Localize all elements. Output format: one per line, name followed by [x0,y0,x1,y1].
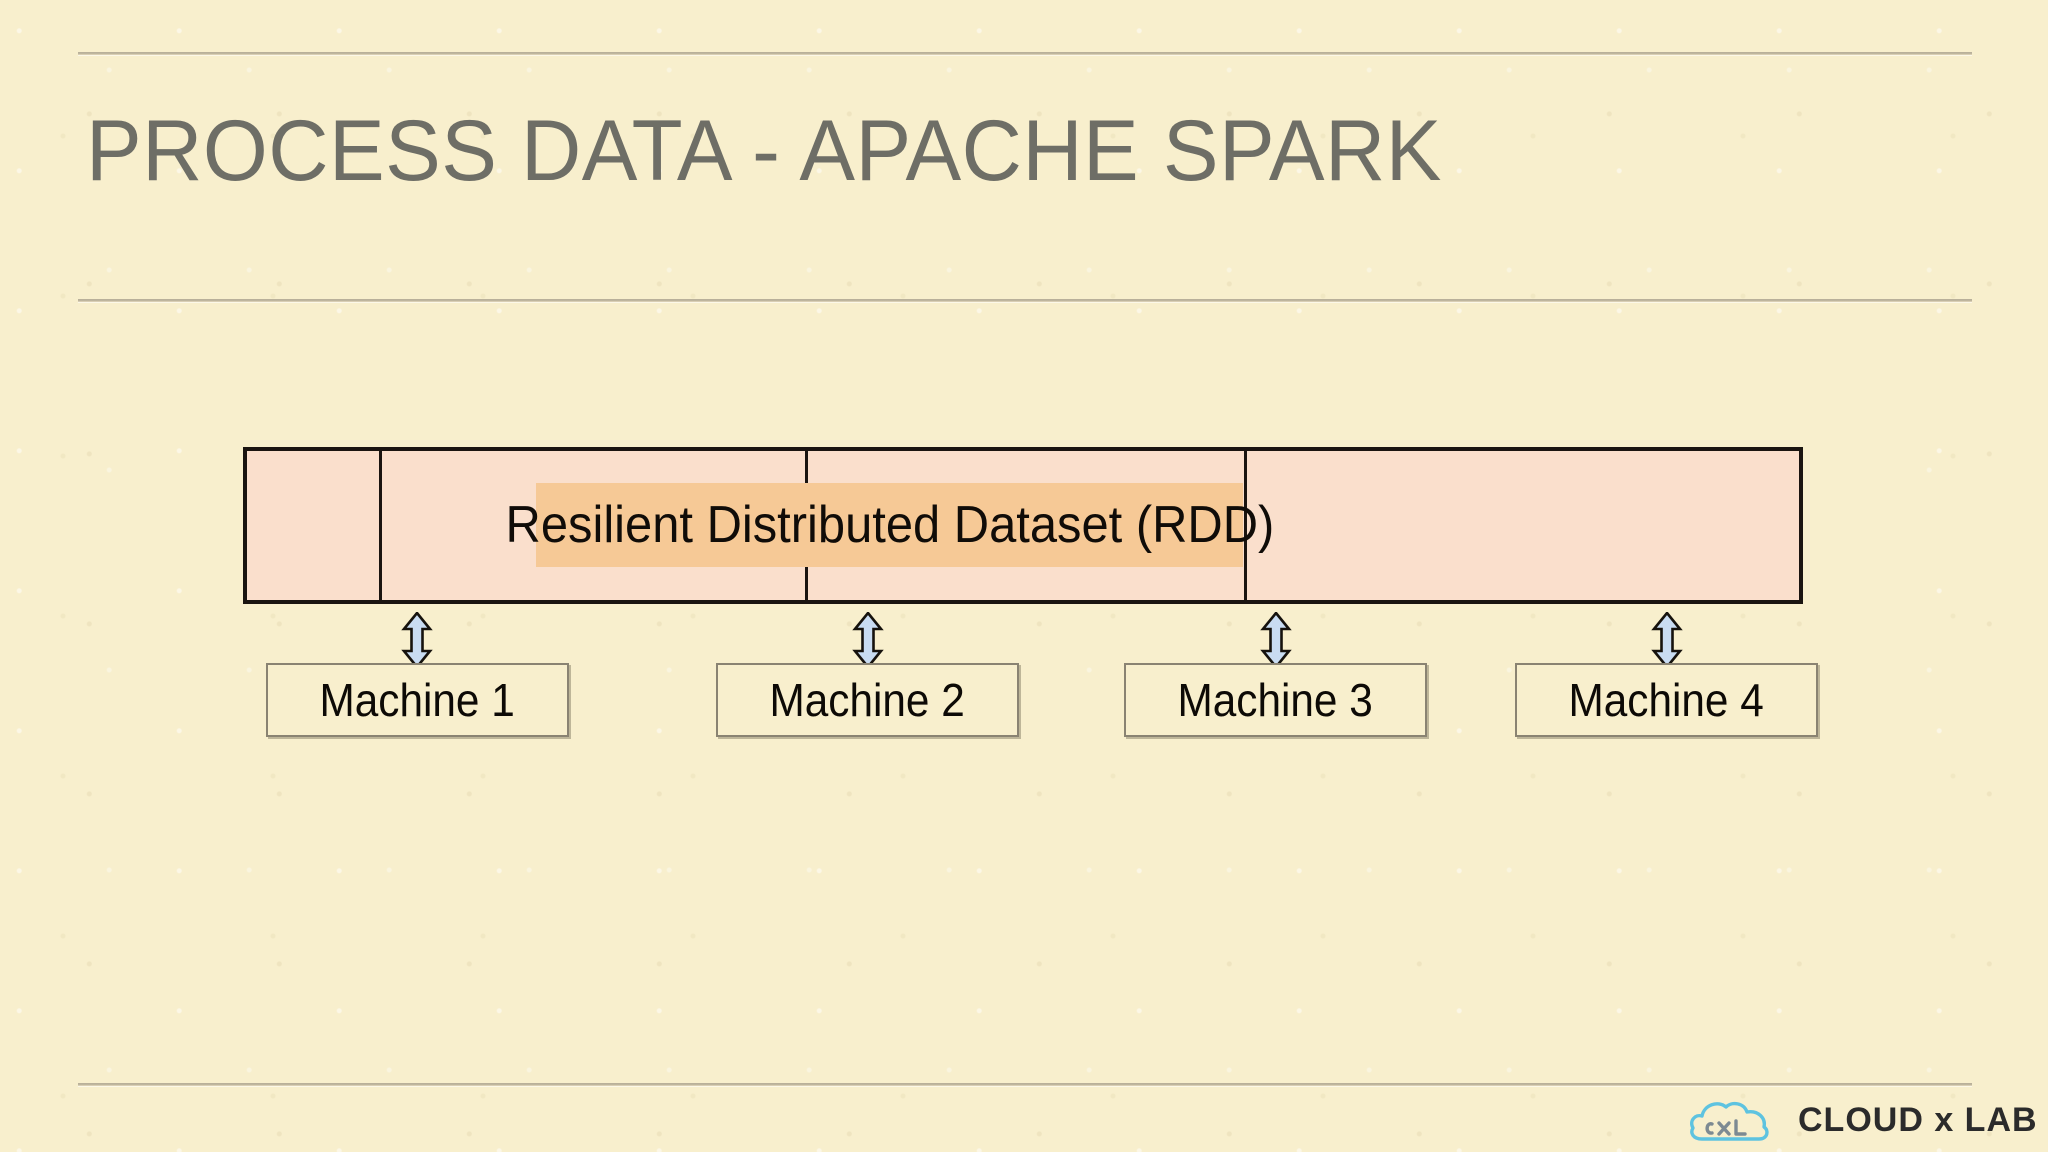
double-arrow-up-down-icon [1650,610,1684,670]
partition-divider-1 [379,447,382,604]
machine-box-1[interactable]: Machine 1 [266,663,569,737]
double-arrow-up-down-icon [400,610,434,670]
rdd-partition-diagram: Resilient Distributed Dataset (RDD) [243,447,1803,604]
machine-box-2[interactable]: Machine 2 [716,663,1019,737]
cloud-cxl-icon [1690,1101,1769,1141]
machine-box-4[interactable]: Machine 4 [1515,663,1818,737]
machine-box-3[interactable]: Machine 3 [1124,663,1427,737]
footer-divider-rule [78,1083,1972,1086]
header-divider-rule [78,52,1972,55]
machine-label: Machine 2 [769,674,966,726]
double-arrow-up-down-icon [851,610,885,670]
machine-label: Machine 4 [1568,674,1765,726]
machine-label: Machine 3 [1177,674,1374,726]
machine-label: Machine 1 [319,674,516,726]
partition-divider-3 [1244,447,1247,604]
double-arrow-up-down-icon [1259,610,1293,670]
title-divider-rule [78,299,1972,302]
footer-logo[interactable]: CLOUD x LAB [1688,1094,2038,1146]
rdd-highlight-band: Resilient Distributed Dataset (RDD) [505,483,1274,567]
logo-text: CLOUD x LAB [1798,1100,2038,1139]
rdd-label: Resilient Distributed Dataset (RDD) [505,496,1274,554]
page-title: PROCESS DATA - APACHE SPARK [86,103,1442,199]
